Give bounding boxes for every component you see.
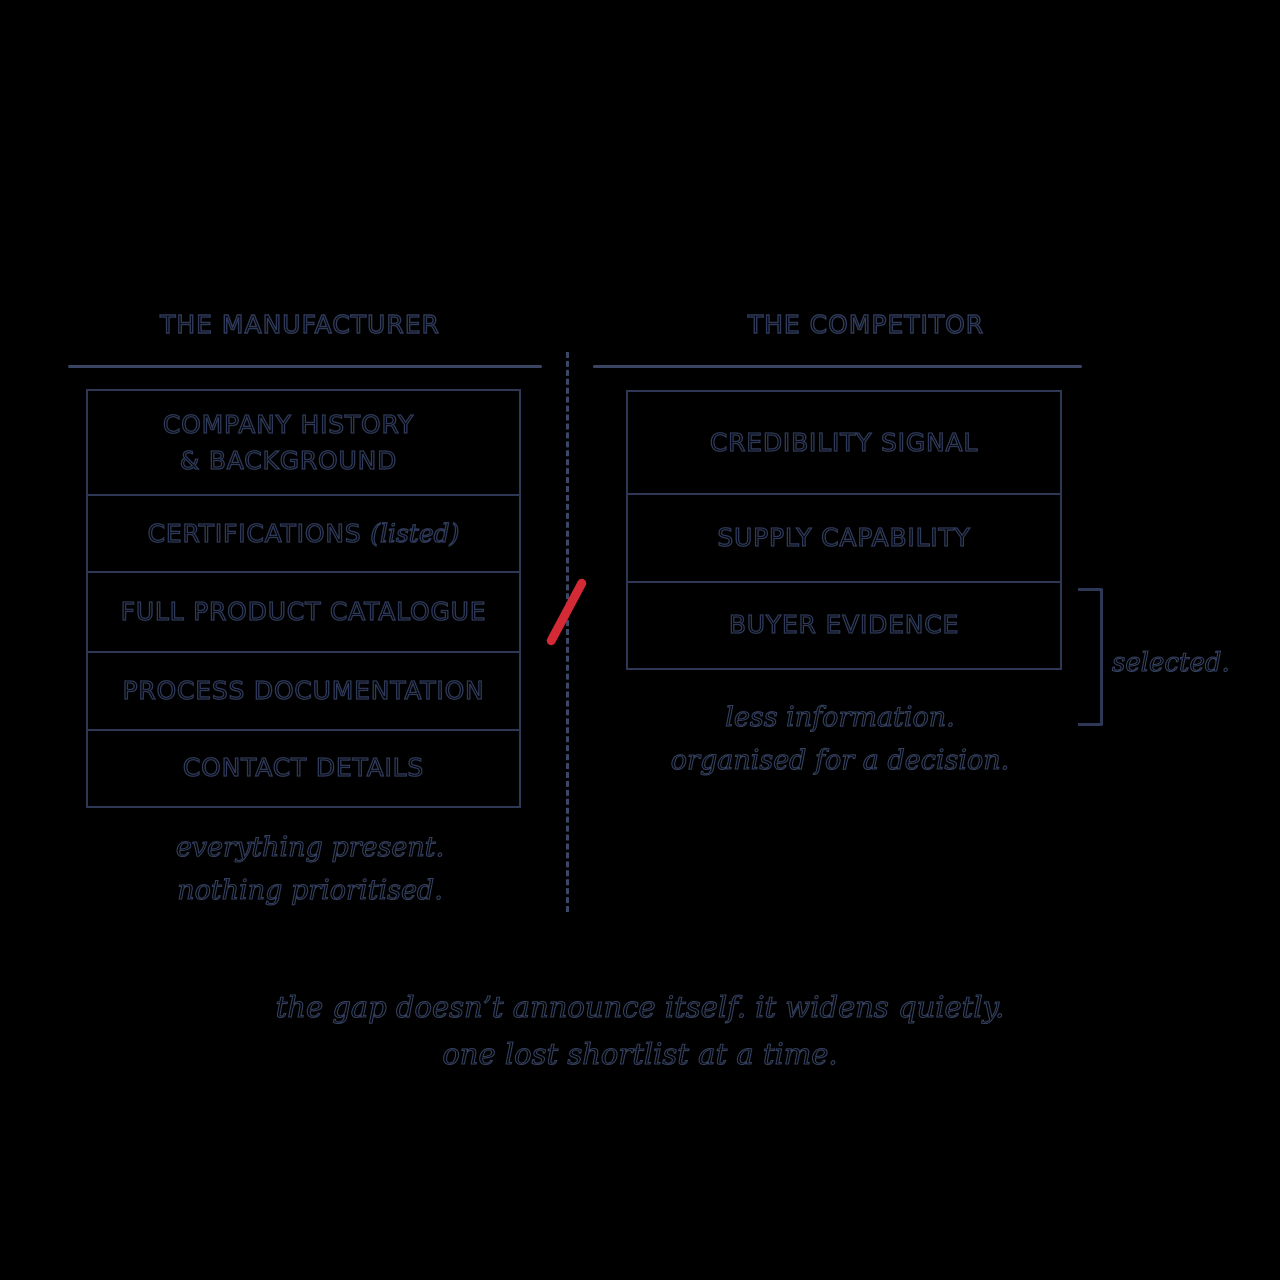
selected-label: selected.	[1111, 647, 1230, 678]
cell-label: SUPPLY CAPABILITY	[717, 522, 971, 552]
stack-cell-supply-capability: SUPPLY CAPABILITY	[628, 495, 1060, 583]
caption-line: nothing prioritised.	[177, 874, 444, 906]
cell-label: FULL PRODUCT CATALOGUE	[120, 596, 487, 626]
footer-line: the gap doesn’t announce itself. it wide…	[275, 989, 1005, 1024]
stack-cell-process-documentation: PROCESS DOCUMENTATION	[88, 653, 519, 731]
caption-line: less information.	[725, 701, 956, 733]
selection-bracket-icon	[1078, 588, 1103, 726]
footer-line: one lost shortlist at a time.	[442, 1036, 838, 1071]
footer-caption: the gap doesn’t announce itself. it wide…	[140, 984, 1140, 1078]
manufacturer-heading: THE MANUFACTURER	[159, 309, 440, 339]
competitor-heading: THE COMPETITOR	[747, 309, 985, 339]
manufacturer-heading-rule	[68, 365, 542, 368]
competitor-heading-rule	[593, 365, 1082, 368]
center-divider	[566, 352, 569, 912]
stack-cell-credibility-signal: CREDIBILITY SIGNAL	[628, 392, 1060, 495]
stack-cell-buyer-evidence: BUYER EVIDENCE	[628, 583, 1060, 667]
caption-line: organised for a decision.	[670, 744, 1010, 776]
cell-label: CREDIBILITY SIGNAL	[709, 427, 979, 457]
caption-line: everything present.	[175, 831, 445, 863]
cell-aside: (listed)	[370, 518, 460, 548]
cell-label: & BACKGROUND	[179, 445, 398, 475]
cell-label: PROCESS DOCUMENTATION	[122, 675, 485, 705]
cell-label: CONTACT DETAILS	[182, 752, 425, 782]
stack-cell-company-history: COMPANY HISTORY & BACKGROUND	[88, 391, 519, 496]
stack-cell-certifications: CERTIFICATIONS (listed)	[88, 496, 519, 573]
manufacturer-caption: everything present. nothing prioritised.	[120, 826, 500, 912]
competitor-stack: CREDIBILITY SIGNAL SUPPLY CAPABILITY BUY…	[626, 390, 1062, 670]
cell-label: CERTIFICATIONS	[147, 518, 362, 548]
competitor-caption: less information. organised for a decisi…	[630, 696, 1050, 782]
stack-cell-product-catalogue: FULL PRODUCT CATALOGUE	[88, 573, 519, 653]
manufacturer-stack: COMPANY HISTORY & BACKGROUND CERTIFICATI…	[86, 389, 521, 808]
cell-label: COMPANY HISTORY	[162, 409, 415, 439]
cell-label: BUYER EVIDENCE	[728, 609, 960, 639]
stack-cell-contact-details: CONTACT DETAILS	[88, 731, 519, 805]
